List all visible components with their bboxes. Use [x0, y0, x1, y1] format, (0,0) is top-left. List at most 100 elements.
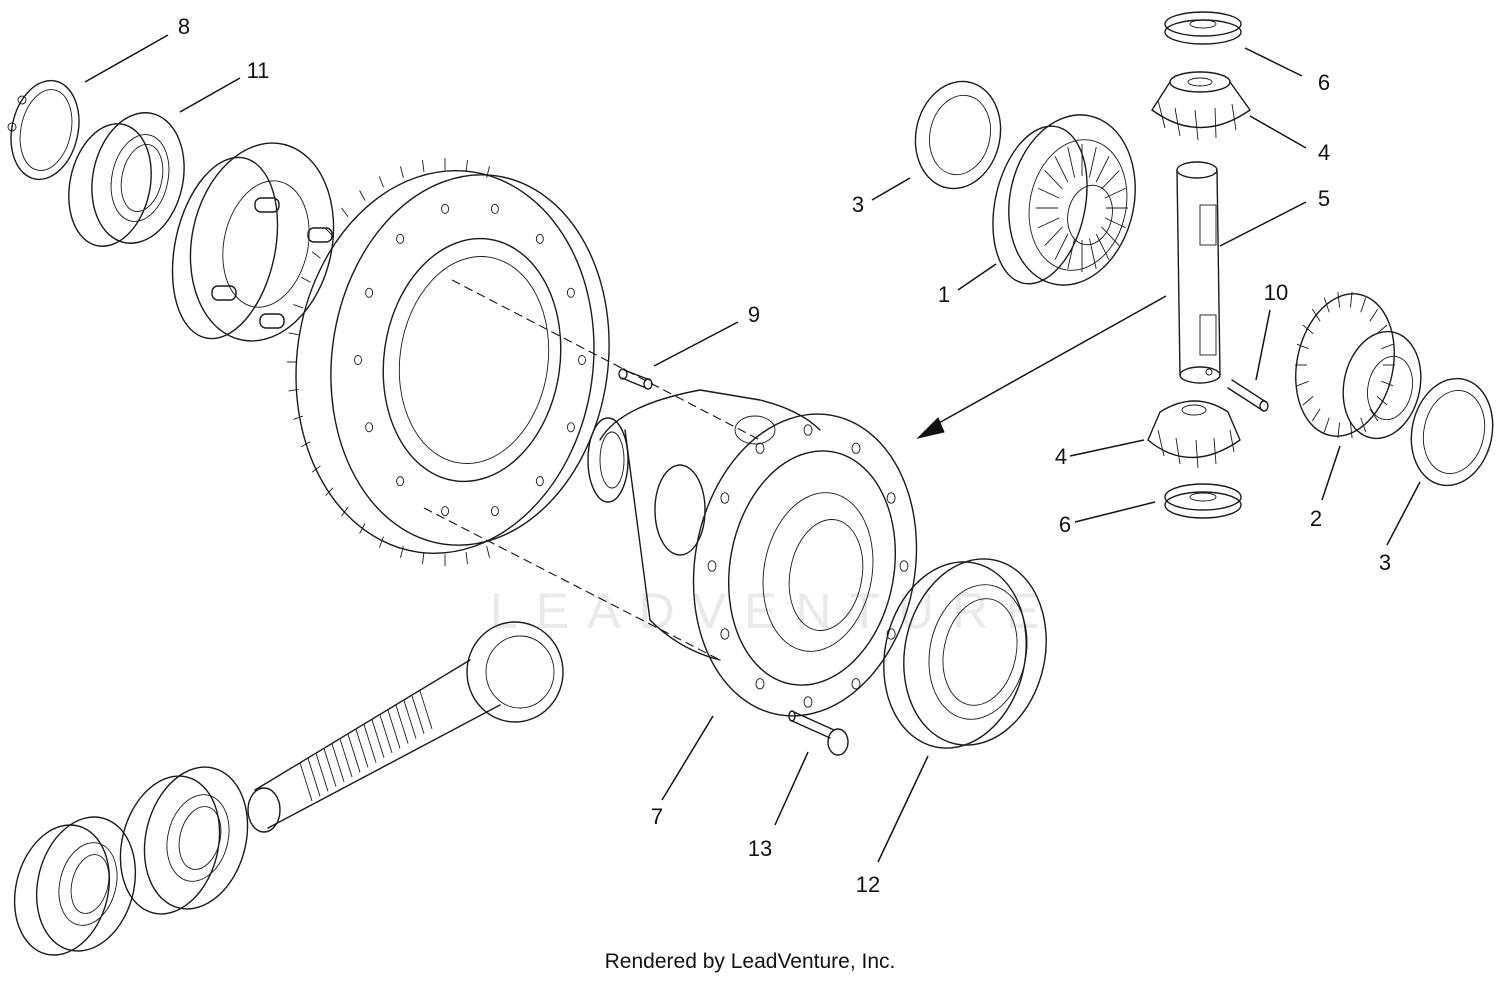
bolt-hole: [490, 506, 499, 517]
bolt-hole: [354, 355, 362, 366]
gear-tooth: [1376, 396, 1388, 406]
ring-gear: [287, 158, 610, 566]
gear-tooth: [288, 332, 299, 336]
gear-tooth: [359, 190, 366, 201]
gear-tooth: [1054, 233, 1069, 260]
part-3-thrust-washer-right: [1410, 377, 1494, 487]
gear-tooth: [325, 228, 334, 237]
callout-7: 7: [651, 804, 663, 829]
gear-tooth: [1088, 147, 1097, 178]
gear-tooth: [311, 251, 321, 259]
part-5-cross-shaft: [1176, 161, 1221, 384]
gear-tooth: [486, 166, 490, 178]
part-6-thrust-washer-bottom: [1164, 483, 1242, 519]
gear-tooth: [1101, 170, 1120, 190]
gear-tooth: [311, 465, 321, 473]
part-11-bearing: [68, 112, 185, 247]
spline: [403, 700, 417, 739]
part-12-bearing: [883, 558, 1047, 749]
gear-tooth: [293, 415, 304, 420]
callout-6-top: 6: [1318, 70, 1330, 95]
part-4-pinion-gear-bottom: [1147, 400, 1241, 469]
gear-tooth: [1323, 417, 1330, 433]
callout-1: 1: [938, 282, 950, 307]
callout-6-bottom: 6: [1059, 512, 1071, 537]
callout-13: 13: [748, 836, 772, 861]
gear-tooth: [1311, 308, 1321, 322]
gear-tooth: [1296, 343, 1309, 350]
gear-tooth: [422, 551, 425, 564]
pinion-shaft: [247, 621, 564, 833]
gear-tooth: [400, 546, 404, 558]
callout-12: 12: [856, 872, 880, 897]
bolt-hole: [578, 355, 586, 366]
bolt-hole: [851, 442, 861, 454]
callout-9: 9: [748, 302, 760, 327]
gear-tooth: [378, 176, 384, 188]
spline: [323, 748, 337, 787]
spline: [395, 705, 409, 744]
ring-gear-bolt-holes: [354, 203, 586, 517]
callout-10: 10: [1264, 280, 1288, 305]
gear-tooth: [1381, 380, 1394, 387]
gear-tooth: [1337, 291, 1341, 308]
callout-4-bottom: 4: [1055, 444, 1067, 469]
gear-tooth: [1302, 324, 1314, 334]
spline: [419, 690, 433, 730]
gear-tooth: [1369, 408, 1379, 422]
callout-8: 8: [178, 14, 190, 39]
gear-tooth: [1104, 217, 1126, 229]
callout-3-left: 3: [852, 192, 864, 217]
assembly-line-upper: [451, 279, 761, 441]
bolt-hole: [490, 203, 499, 214]
gear-tooth: [486, 546, 490, 558]
watermark-text: LEADVENTURE: [490, 583, 1058, 639]
gear-tooth: [1296, 380, 1309, 387]
bolt-hole: [899, 560, 909, 572]
gear-tooth: [1054, 156, 1069, 183]
bolt-hole: [803, 424, 813, 436]
bolt-hole: [851, 678, 861, 690]
part-8-snap-ring: [7, 79, 80, 181]
bolt-hole: [365, 287, 374, 298]
ring-gear-teeth: [287, 158, 490, 566]
gear-tooth: [1038, 217, 1060, 229]
bolt-hole: [535, 476, 544, 487]
gear-tooth: [1369, 308, 1379, 322]
bolt-hole: [720, 492, 730, 504]
gear-tooth: [1349, 291, 1353, 308]
bolt-hole: [396, 476, 405, 487]
spline: [355, 729, 369, 768]
gear-tooth: [1381, 343, 1394, 350]
spline: [315, 753, 329, 792]
gear-tooth: [1088, 238, 1097, 269]
part-9-dowel-pin: [618, 368, 653, 390]
bolt-hole: [441, 203, 450, 214]
gear-tooth: [1360, 297, 1367, 313]
pin-carrier-plate: [171, 142, 335, 342]
bolt-hole: [755, 442, 765, 454]
case-flange-bolt-holes: [707, 424, 909, 708]
part-13-bolt: [788, 710, 849, 756]
part-3-thrust-washer-left: [914, 80, 1002, 190]
spline: [339, 738, 353, 778]
gear-tooth: [301, 276, 311, 283]
gear-tooth: [1095, 156, 1110, 183]
leader-lines: [84, 34, 1421, 863]
bolt-hole: [535, 233, 544, 244]
spline: [331, 743, 345, 782]
gear-tooth: [1302, 396, 1314, 406]
gear-tooth: [1360, 417, 1367, 433]
gear-tooth: [325, 487, 334, 496]
gear-tooth: [422, 160, 425, 173]
bolt-hole: [365, 422, 374, 433]
callout-11: 11: [247, 58, 270, 83]
callout-2: 2: [1310, 506, 1322, 531]
spline: [299, 762, 313, 802]
part-1-side-gear: [992, 114, 1136, 286]
spline: [363, 724, 377, 763]
footer-credit: Rendered by LeadVenture, Inc.: [604, 950, 896, 973]
gear-tooth: [1095, 233, 1110, 260]
gear-tooth: [1323, 297, 1330, 313]
